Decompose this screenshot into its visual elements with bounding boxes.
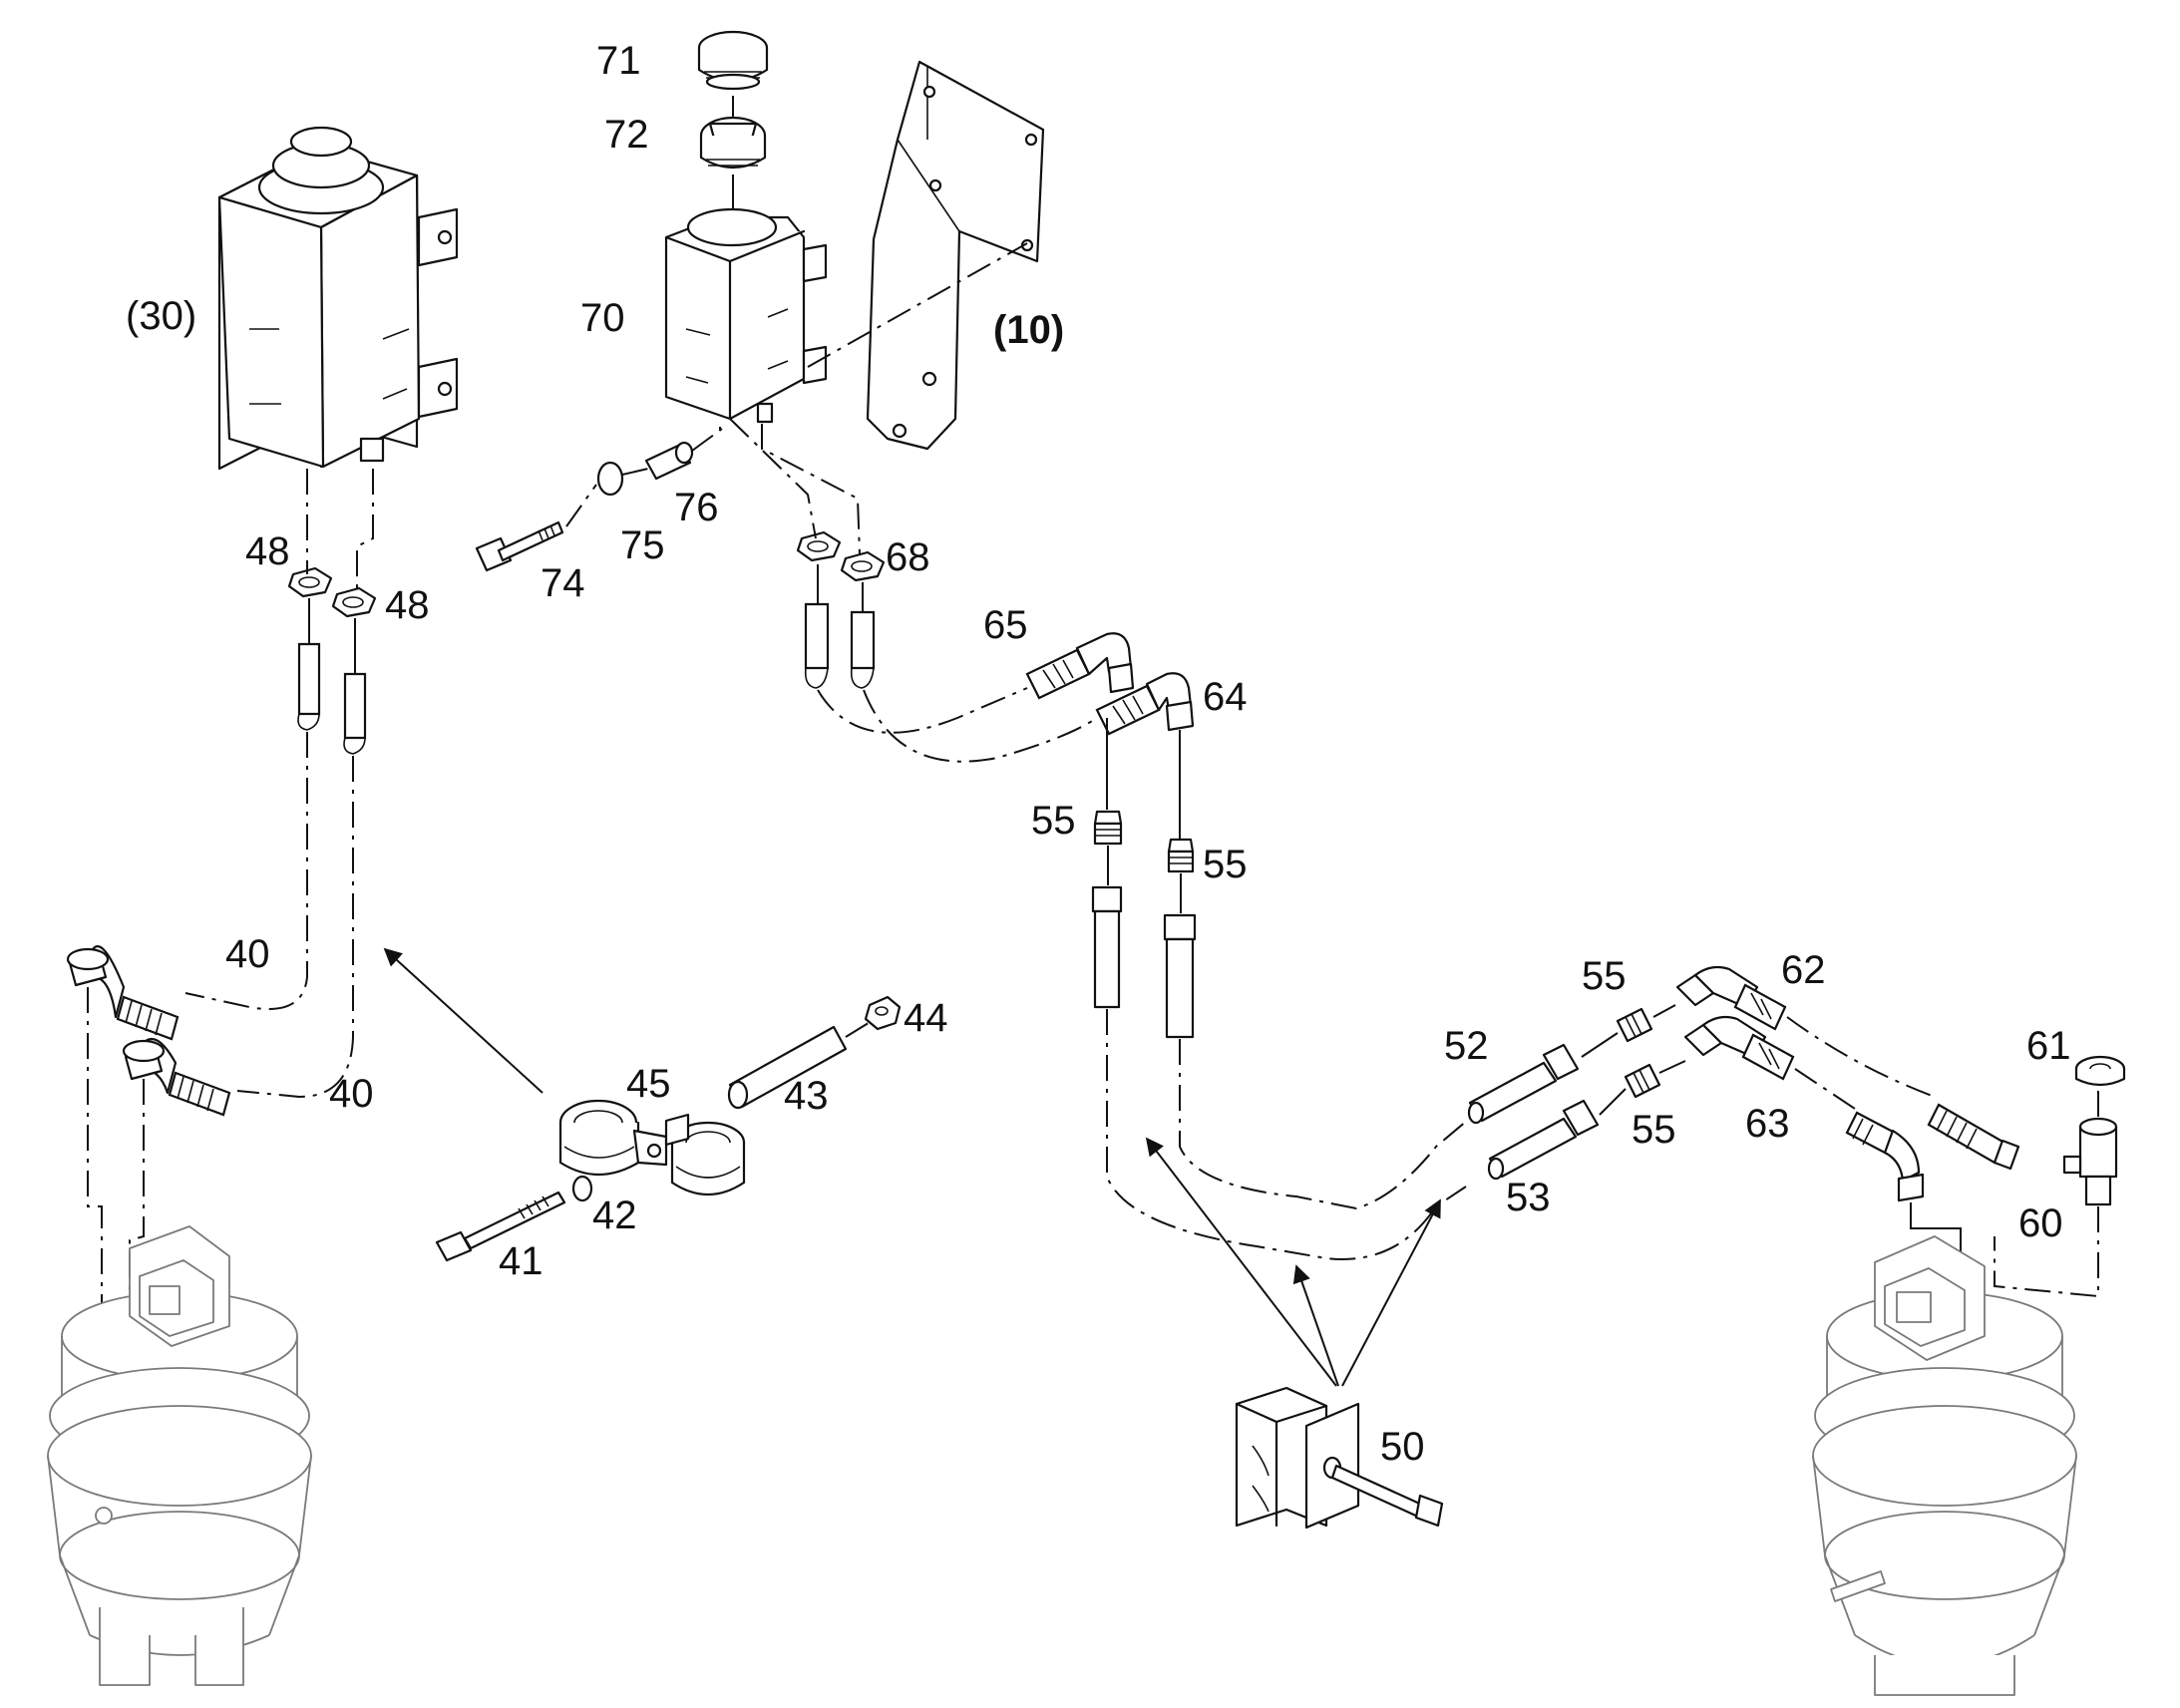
callout-55-a: 55 [1031,799,1076,843]
callout-50: 50 [1380,1425,1425,1469]
callout-68: 68 [886,535,930,579]
callout-48-b: 48 [385,583,430,627]
route-40a-motor [87,987,103,1336]
tube-52 [1467,1043,1580,1125]
route-to-52 [1179,1039,1475,1210]
tube-right [1163,913,1197,1039]
callout-60: 60 [2018,1201,2063,1245]
clamp-45 [558,1099,746,1196]
bolt-50 [1330,1464,1444,1528]
adapter-55-d [1624,1063,1661,1099]
hose-elbow-40-a [66,945,180,1041]
callout-44: 44 [904,996,948,1040]
hose-fitting-65 [1025,632,1135,700]
callout-55-c: 55 [1582,954,1627,998]
route-62-to-60 [1786,1016,1936,1098]
spacer-nut-link [845,1020,873,1038]
nut-48-a [287,566,333,598]
callout-70: 70 [580,296,625,340]
hose-end-48-b [343,672,367,755]
hose-fitting-64 [1095,672,1195,736]
callout-71: 71 [596,39,641,83]
route-40-b [236,756,354,1099]
clamp50-arrow-3 [1341,1198,1441,1387]
callout-40-b: 40 [329,1072,374,1116]
clamp50-arrow-2 [1292,1264,1339,1387]
hose-elbow-40-b [122,1037,231,1117]
plug-61 [2074,1055,2126,1087]
adapter-55-c [1616,1007,1653,1043]
washer-42 [571,1175,593,1202]
breather-cap-71 [697,30,769,91]
callout-61: 61 [2026,1024,2071,1068]
tube-53 [1487,1099,1600,1181]
callout-65: 65 [983,603,1028,647]
callout-55-d: 55 [1632,1108,1676,1152]
hose-route-b [761,424,861,555]
clamp-block-50 [1235,1386,1360,1530]
bolt-guide-line [565,428,723,527]
callout-72: 72 [604,113,649,157]
hose-route-a [719,418,817,539]
route-to-53 [1106,1009,1467,1260]
tube-left [1091,885,1123,1009]
nut-48-b [331,586,377,618]
callout-48-a: 48 [245,529,290,573]
callout-10: (10) [993,308,1064,352]
route-63 [1794,1068,1856,1110]
callout-30: (30) [126,294,196,338]
screw-41 [435,1191,566,1262]
callout-42: 42 [592,1194,637,1237]
callout-55-b: 55 [1203,843,1248,886]
hose-end-62-right [1927,1103,2020,1171]
spacer-76 [644,441,694,481]
callout-40-a: 40 [225,932,270,976]
hose-elbow-62 [1675,965,1787,1031]
filter-housing-70 [664,207,828,424]
hose-end-68-b [850,610,876,689]
hose-elbow-63 [1683,1015,1795,1081]
travel-motor-right [1812,1235,2077,1696]
callout-64: 64 [1203,675,1248,719]
callout-62: 62 [1781,948,1826,992]
callout-53: 53 [1506,1176,1551,1219]
spacer-43 [727,1025,848,1110]
callout-52: 52 [1444,1024,1489,1068]
reservoir-30 [217,126,459,471]
filler-cap-72 [699,116,767,169]
adapter-55-b [1167,838,1195,873]
washer-75 [596,461,624,497]
callout-45: 45 [626,1062,671,1106]
hose-route-65 [817,687,1028,734]
clamp50-arrow-1 [1145,1137,1337,1387]
hose-route-64 [863,689,1098,763]
route-40-a [184,732,308,1010]
nut-68-a [796,530,842,562]
tee-fitting-60 [2062,1117,2118,1206]
clamp-arrow [383,947,544,1094]
adapter-55-a [1093,810,1123,846]
callout-63: 63 [1745,1102,1790,1146]
hose-end-48-a [297,642,321,731]
callout-75: 75 [620,523,665,567]
nut-44 [864,995,902,1031]
callout-74: 74 [541,561,585,605]
callout-43: 43 [784,1074,829,1118]
callout-41: 41 [499,1239,544,1283]
bolt-74 [475,520,564,572]
bracket-10 [866,60,1045,451]
nut-68-b [840,550,886,582]
travel-motor-left [47,1225,312,1686]
reservoir-line-b [356,469,374,590]
callout-76: 76 [674,486,719,529]
adapter-links [1581,1004,1686,1116]
hose-end-68-a [804,602,830,689]
hose-end-63-lower [1845,1111,1925,1202]
route-60-motor [1994,1206,2099,1298]
bracket-mount-line [807,242,1028,368]
